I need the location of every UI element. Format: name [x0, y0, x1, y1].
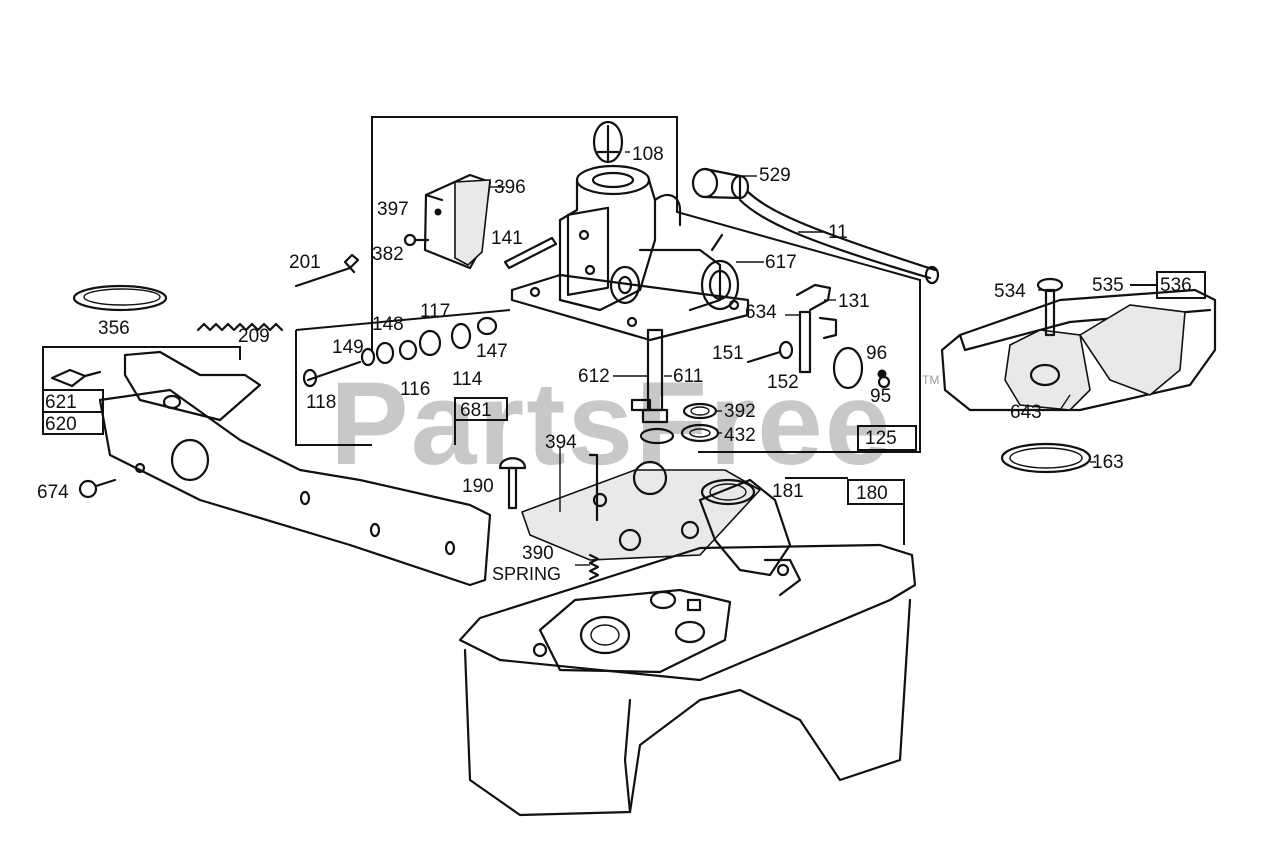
pin-141-part — [503, 236, 558, 270]
callout-382[interactable]: 382 — [372, 244, 404, 265]
screw-190 — [498, 457, 527, 510]
callout-536[interactable]: 536 — [1160, 275, 1192, 296]
link-201-part — [294, 253, 360, 288]
callout-396[interactable]: 396 — [494, 177, 526, 198]
fuel-pipe-part — [630, 328, 675, 445]
callout-108[interactable]: 108 — [632, 144, 664, 165]
callout-674[interactable]: 674 — [37, 482, 69, 503]
needle-valve-parts — [302, 316, 498, 388]
callout-617[interactable]: 617 — [765, 252, 797, 273]
callout-356[interactable]: 356 — [98, 318, 130, 339]
callout-209[interactable]: 209 — [238, 326, 270, 347]
spring-390-part — [588, 553, 600, 581]
diaphragm-gasket-394 — [520, 453, 762, 561]
air-cleaner-cover-536 — [940, 288, 1217, 412]
callout-621[interactable]: 621 — [45, 392, 77, 413]
callout-131[interactable]: 131 — [838, 291, 870, 312]
screw-534 — [1036, 277, 1064, 337]
needle-valve-box-681 — [454, 397, 508, 445]
callout-148[interactable]: 148 — [372, 314, 404, 335]
control-bracket-620 — [98, 350, 492, 587]
callout-95[interactable]: 95 — [870, 386, 891, 407]
callout-118[interactable]: 118 — [306, 392, 336, 413]
callout-117[interactable]: 117 — [420, 301, 450, 322]
watermark-trademark: TM — [922, 373, 939, 387]
fuel-line-11 — [738, 190, 940, 285]
callout-163[interactable]: 163 — [1092, 452, 1124, 473]
tank-group-box — [785, 477, 905, 545]
screw-382 — [403, 233, 430, 247]
carburetor-body-part — [510, 164, 750, 342]
callout-392[interactable]: 392 — [724, 401, 756, 422]
primer-96 — [832, 346, 891, 390]
throttle-shaft-part — [592, 120, 624, 164]
callout-180[interactable]: 180 — [856, 483, 888, 504]
callout-643[interactable]: 643 — [1010, 402, 1042, 423]
wire-loop-356 — [72, 284, 168, 312]
callout-620[interactable]: 620 — [45, 414, 77, 435]
gasket-163 — [1000, 442, 1092, 474]
choke-plate-part — [423, 173, 492, 270]
callout-201[interactable]: 201 — [289, 252, 321, 273]
clip-621 — [50, 368, 102, 388]
callout-141[interactable]: 141 — [491, 228, 523, 249]
screw-674 — [78, 478, 117, 499]
callout-116[interactable]: 116 — [400, 379, 430, 400]
callout-432[interactable]: 432 — [724, 425, 756, 446]
float-131-part — [795, 283, 838, 374]
screw-151 — [746, 340, 794, 364]
spring-209-part — [196, 322, 284, 332]
callout-394[interactable]: 394 — [545, 432, 577, 453]
callout-125[interactable]: 125 — [865, 428, 897, 449]
callout-534[interactable]: 534 — [994, 281, 1026, 302]
fuel-tank-180 — [458, 543, 917, 817]
callout-397[interactable]: 397 — [377, 199, 409, 220]
callout-190[interactable]: 190 — [462, 476, 494, 497]
callout-152[interactable]: 152 — [767, 372, 799, 393]
callout-149[interactable]: 149 — [332, 337, 364, 358]
fuel-elbow-529 — [691, 167, 750, 200]
callout-151[interactable]: 151 — [712, 343, 744, 364]
carburetor-group-outline — [295, 116, 921, 453]
group-box-125 — [857, 425, 917, 451]
callout-147[interactable]: 147 — [476, 341, 508, 362]
watermark-text: PartsFree — [330, 358, 892, 490]
callout-612[interactable]: 612 — [578, 366, 610, 387]
callout-390[interactable]: 390 — [522, 543, 554, 564]
callout-114[interactable]: 114 — [452, 369, 483, 390]
callout-634[interactable]: 634 — [745, 302, 777, 323]
intake-tube-181 — [698, 478, 802, 597]
callout-11[interactable]: 11 — [828, 222, 848, 243]
callout-96[interactable]: 96 — [866, 343, 887, 364]
callout-spring: SPRING — [492, 564, 561, 584]
callout-611[interactable]: 611 — [673, 366, 703, 387]
callout-681[interactable]: 681 — [460, 400, 492, 421]
callout-535[interactable]: 535 — [1092, 275, 1124, 296]
callout-529[interactable]: 529 — [759, 165, 791, 186]
callout-181[interactable]: 181 — [772, 481, 804, 502]
control-bracket-group-box — [42, 346, 241, 435]
leader-lines — [490, 151, 1096, 566]
